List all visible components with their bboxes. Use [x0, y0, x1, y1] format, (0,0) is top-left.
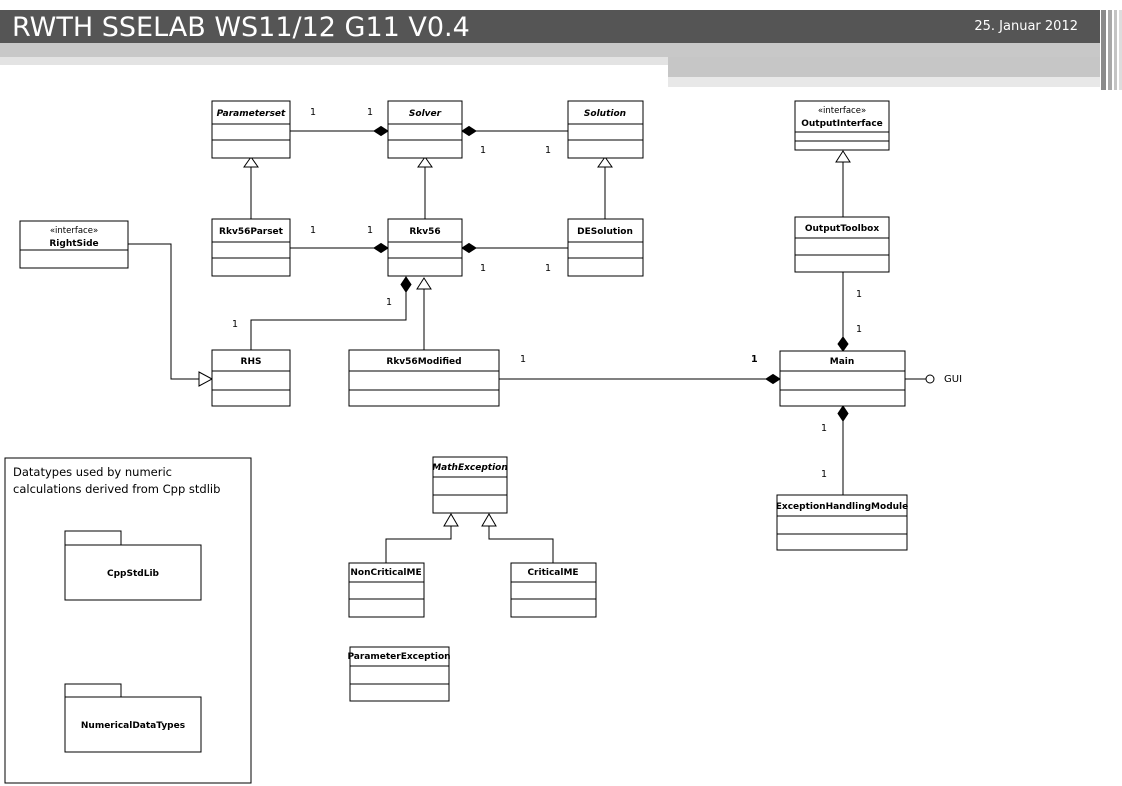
mult-rhs-rkv56-b: 1 — [232, 319, 238, 330]
generalization-noncriticalme — [385, 526, 452, 563]
class-name-rkv56: Rkv56 — [409, 227, 440, 237]
mult-main-exceptionhandling-a: 1 — [821, 423, 827, 434]
class-criticalme: CriticalME — [510, 562, 597, 618]
note-line-1: Datatypes used by numeric — [13, 465, 172, 479]
title-bar-shadow — [0, 43, 1100, 57]
class-name-parameterexception: ParameterException — [347, 652, 450, 662]
class-name-parameterset: Parameterset — [217, 109, 286, 119]
mult-solver-solution-b: 1 — [545, 145, 551, 156]
page-title: RWTH SSELAB WS11/12 G11 V0.4 — [12, 12, 470, 43]
mult-solver-solution-a: 1 — [480, 145, 486, 156]
generalization-arrow-outputinterface — [835, 150, 851, 163]
class-name-desolution: DESolution — [577, 227, 633, 237]
class-name-mathexception: MathException — [432, 463, 508, 473]
class-parameterexception: ParameterException — [347, 646, 451, 702]
mult-outputtoolbox-main-b: 1 — [856, 324, 862, 335]
composition-diamond-rkv56-desolution — [461, 242, 477, 254]
realization-rhs-rightside — [128, 243, 199, 380]
class-exceptionhandlingmodule: ExceptionHandlingModule — [776, 494, 908, 551]
realization-arrow-rhs — [198, 371, 214, 387]
class-main: Main — [779, 350, 906, 407]
mult-rkv56parset-rkv56-a: 1 — [310, 225, 316, 236]
class-noncriticalme: NonCriticalME — [348, 562, 425, 618]
class-name-outputtoolbox: OutputToolbox — [805, 224, 880, 234]
mult-main-exceptionhandling-b: 1 — [821, 469, 827, 480]
mult-outputtoolbox-main-a: 1 — [856, 289, 862, 300]
class-name-rkv56modified: Rkv56Modified — [386, 357, 461, 367]
note-line-2: calculations derived from Cpp stdlib — [13, 482, 220, 496]
mult-rkv56modified-main-a: 1 — [520, 354, 526, 365]
page-date: 25. Januar 2012 — [974, 19, 1078, 34]
multiplicity-labels: 1 1 1 1 1 1 1 1 1 1 1 1 1 1 1 1 — [232, 107, 862, 480]
package-cppstdlib: CppStdLib — [64, 530, 202, 601]
generalization-arrow-solver — [417, 156, 433, 168]
class-parameterset: Parameterset — [211, 100, 291, 159]
header-banner: RWTH SSELAB WS11/12 G11 V0.4 25. Januar … — [0, 0, 1122, 90]
class-rkv56: Rkv56 — [387, 218, 463, 277]
composition-diamond-rkv56-rhs — [400, 276, 412, 293]
title-bar — [0, 10, 1100, 43]
class-name-criticalme: CriticalME — [527, 568, 578, 578]
class-name-noncriticalme: NonCriticalME — [350, 568, 421, 578]
connectors — [125, 125, 935, 697]
mult-rkv56-desolution-a: 1 — [480, 263, 486, 274]
package-numericaldatatypes: NumericalDataTypes — [64, 683, 202, 753]
package-name-cppstdlib: CppStdLib — [107, 569, 160, 579]
composition-diamond-main-outputtoolbox — [837, 336, 849, 352]
composition-diamond-solver-parameterset — [373, 125, 389, 137]
package-name-numericaldatatypes: NumericalDataTypes — [81, 721, 185, 731]
generalization-arrow-parameterset — [243, 156, 259, 168]
class-rhs: RHS — [211, 349, 291, 407]
class-rightside: «interface» RightSide — [19, 220, 129, 269]
class-name-main: Main — [830, 357, 855, 367]
mult-rhs-rkv56-a: 1 — [386, 297, 392, 308]
class-rkv56parset: Rkv56Parset — [211, 218, 291, 277]
generalization-arrow-rkv56 — [416, 277, 432, 290]
mult-rkv56modified-main-b: 1 — [751, 354, 758, 365]
generalization-arrow-mathexception-right — [481, 513, 497, 527]
composition-diamond-main-rkv56modified — [765, 373, 781, 385]
class-name-rhs: RHS — [241, 357, 262, 367]
generalization-criticalme — [488, 526, 554, 563]
stereotype-outputinterface: «interface» — [818, 106, 866, 116]
stereotype-rightside: «interface» — [50, 226, 98, 236]
composition-diamond-main-exceptionhandling — [837, 405, 849, 422]
class-name-solver: Solver — [409, 109, 442, 119]
gui-interface-label: GUI — [944, 374, 962, 385]
class-outputinterface: «interface» OutputInterface — [794, 100, 890, 151]
assoc-rhs-rkv56 — [250, 292, 407, 350]
class-name-rkv56parset: Rkv56Parset — [219, 227, 284, 237]
class-solver: Solver — [387, 100, 463, 159]
gui-interface-lollipop — [925, 374, 935, 384]
class-solution: Solution — [567, 100, 644, 159]
class-name-rightside: RightSide — [49, 239, 98, 249]
class-name-solution: Solution — [584, 109, 626, 119]
mult-parameterset-solver-b: 1 — [367, 107, 373, 118]
mult-parameterset-solver-a: 1 — [310, 107, 316, 118]
generalization-arrow-solution — [597, 156, 613, 168]
class-desolution: DESolution — [567, 218, 644, 277]
datatypes-note: Datatypes used by numeric calculations d… — [4, 457, 252, 784]
generalization-arrow-mathexception-left — [443, 513, 459, 527]
class-rkv56modified: Rkv56Modified — [348, 349, 500, 407]
composition-diamond-rkv56-parset — [373, 242, 389, 254]
class-outputtoolbox: OutputToolbox — [794, 216, 890, 273]
mult-rkv56-desolution-b: 1 — [545, 263, 551, 274]
class-name-exceptionhandlingmodule: ExceptionHandlingModule — [776, 502, 908, 512]
class-mathexception: MathException — [432, 456, 508, 514]
mult-rkv56parset-rkv56-b: 1 — [367, 225, 373, 236]
class-name-outputinterface: OutputInterface — [801, 119, 883, 129]
composition-diamond-solver-solution — [461, 125, 477, 137]
